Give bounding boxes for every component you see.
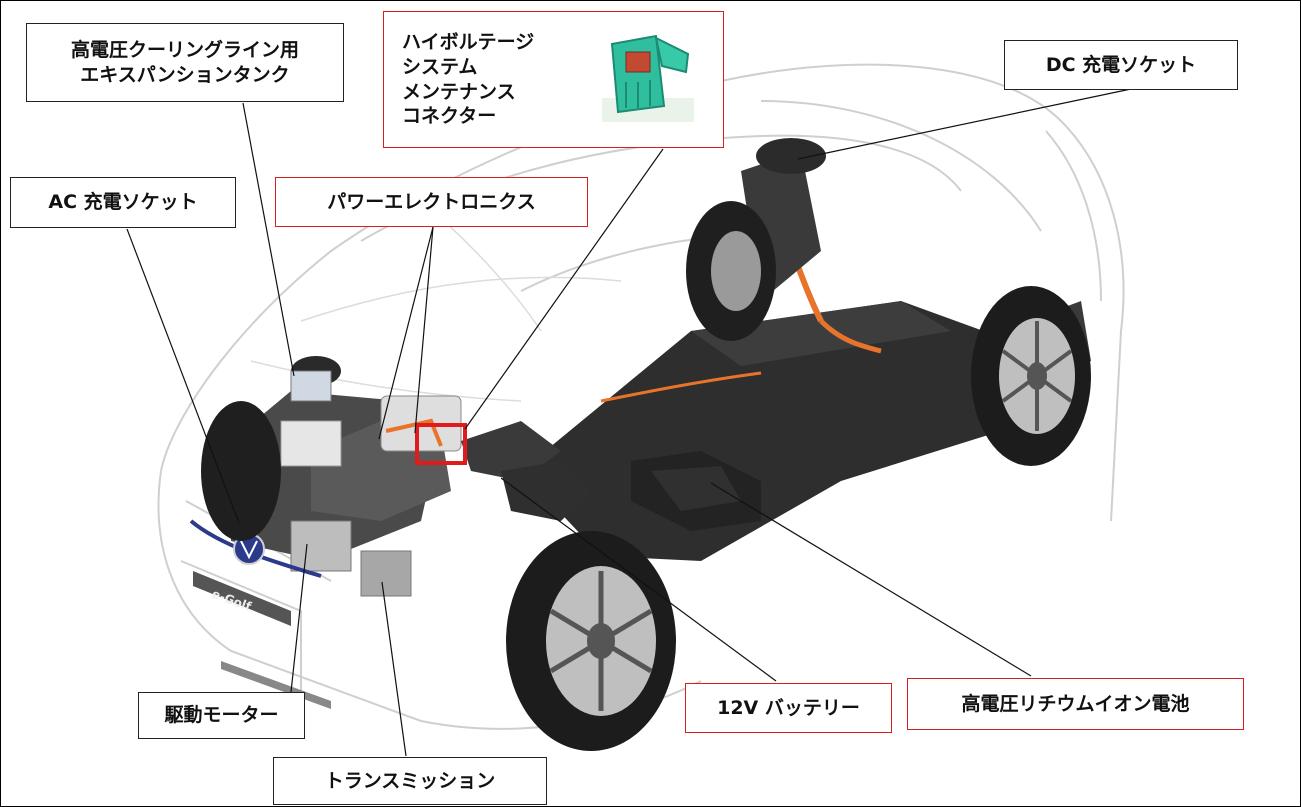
- label-hv-connector-line1: ハイボルテージ: [402, 31, 535, 54]
- label-12v-battery-text: 12V バッテリー: [717, 696, 860, 719]
- label-hv-battery-text: 高電圧リチウムイオン電池: [961, 692, 1190, 715]
- label-hv-lithium-ion-battery: 高電圧リチウムイオン電池: [907, 678, 1244, 730]
- label-drive-motor-text: 駆動モーター: [164, 704, 279, 727]
- leader-power-electronics-1: [378, 226, 434, 440]
- label-dc-charging-socket: DC 充電ソケット: [1004, 40, 1238, 90]
- leader-dc-socket: [797, 88, 1132, 160]
- leader-expansion-tank: [242, 102, 295, 377]
- leader-lines: [126, 88, 1132, 757]
- label-transmission-text: トランスミッション: [324, 769, 496, 792]
- leader-hv-battery: [710, 482, 1032, 677]
- label-hv-connector-line4: コネクター: [402, 105, 497, 128]
- label-dc-socket-text: DC 充電ソケット: [1045, 53, 1197, 76]
- leader-drive-motor: [290, 543, 308, 693]
- connector-highlight-box: [415, 423, 467, 465]
- leader-12v-battery: [500, 477, 777, 682]
- label-power-electronics: パワーエレクトロニクス: [275, 177, 588, 227]
- leader-power-electronics-2: [414, 226, 434, 434]
- wheel-rear-right: [971, 286, 1091, 466]
- label-hv-connector-line3: メンテナンス: [402, 80, 516, 103]
- leader-hv-connector: [464, 148, 664, 430]
- label-hv-maintenance-connector: ハイボルテージ システム メンテナンス コネクター: [383, 11, 724, 148]
- label-transmission: トランスミッション: [273, 757, 547, 805]
- wheel-front-left: [201, 401, 281, 541]
- label-power-electronics-text: パワーエレクトロニクス: [327, 190, 536, 213]
- label-expansion-tank: 高電圧クーリングライン用 エキスパンションタンク: [26, 23, 344, 102]
- wheel-rear-left: [686, 201, 776, 341]
- label-drive-motor: 駆動モーター: [138, 692, 305, 739]
- label-ac-charging-socket: AC 充電ソケット: [10, 177, 236, 228]
- wheel-front-right: [506, 531, 676, 751]
- label-expansion-tank-line1: 高電圧クーリングライン用: [70, 38, 299, 61]
- label-expansion-tank-line2: エキスパンションタンク: [80, 63, 290, 86]
- maintenance-connector-photo: [602, 34, 694, 122]
- label-12v-battery: 12V バッテリー: [685, 683, 892, 733]
- leader-transmission: [381, 581, 407, 757]
- label-ac-socket-text: AC 充電ソケット: [48, 191, 198, 214]
- label-hv-connector-line2: システム: [402, 55, 478, 78]
- leader-ac-socket: [126, 228, 240, 524]
